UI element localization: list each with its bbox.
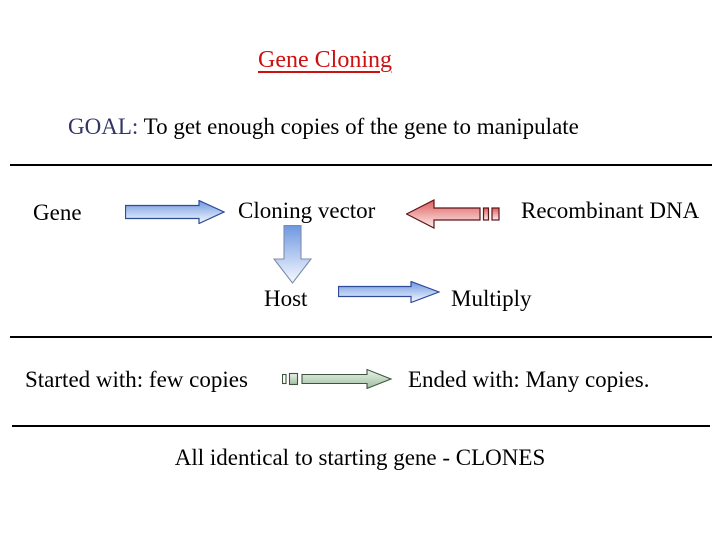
few-to-many-arrow-icon bbox=[282, 368, 393, 390]
slide-title: Gene Cloning bbox=[258, 47, 392, 73]
divider-line-top bbox=[10, 164, 712, 166]
divider-line-bottom bbox=[12, 425, 710, 427]
vector-to-host-arrow-icon bbox=[273, 225, 312, 284]
gene-to-vector-arrow-icon bbox=[125, 200, 225, 224]
goal-statement: GOAL: To get enough copies of the gene t… bbox=[68, 113, 579, 141]
multiply-label: Multiply bbox=[451, 286, 532, 311]
gene-label: Gene bbox=[33, 200, 82, 225]
host-to-multiply-arrow-icon bbox=[338, 281, 440, 303]
recombinant-dna-label: Recombinant DNA bbox=[521, 198, 700, 223]
divider-line-middle bbox=[10, 336, 712, 338]
recombinant-to-vector-arrow-icon bbox=[406, 198, 502, 230]
host-label: Host bbox=[264, 286, 308, 311]
clones-footer: All identical to starting gene - CLONES bbox=[174, 445, 546, 470]
goal-label: GOAL: bbox=[68, 114, 139, 139]
cloning-vector-label: Cloning vector bbox=[238, 198, 376, 223]
ended-with-label: Ended with: Many copies. bbox=[408, 367, 650, 392]
started-with-label: Started with: few copies bbox=[25, 367, 248, 392]
goal-text: To get enough copies of the gene to mani… bbox=[143, 114, 579, 139]
